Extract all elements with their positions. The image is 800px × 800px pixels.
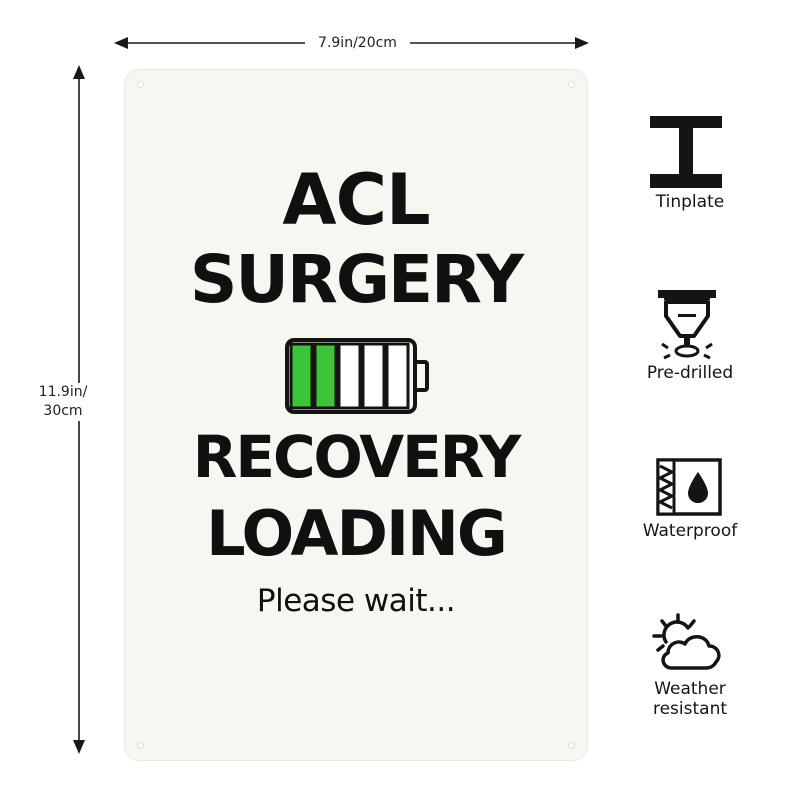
- mounting-hole-top-right: [568, 81, 575, 88]
- width-dimension-label: 7.9in/20cm: [305, 33, 410, 53]
- water-drop-icon: [656, 458, 722, 516]
- height-arrow-bottom-icon: [73, 740, 85, 754]
- feature-weather-resistant-label-line2: resistant: [652, 699, 728, 719]
- sign-subtitle-please-wait: Please wait...: [256, 583, 456, 619]
- sun-cloud-icon: [652, 613, 721, 670]
- sign-title-surgery: SURGERY: [189, 241, 524, 318]
- height-arrow-top-icon: [73, 65, 85, 79]
- width-arrow-right-icon: [575, 37, 589, 49]
- battery-segment-empty: [385, 342, 410, 410]
- height-dimension-label-line1: 11.9in/: [38, 384, 88, 400]
- height-dimension-label: 11.9in/ 30cm: [28, 383, 98, 421]
- mounting-hole-bottom-left: [137, 742, 144, 749]
- feature-waterproof-label: Waterproof: [610, 521, 770, 541]
- battery-segment-filled: [289, 342, 314, 410]
- feature-waterproof-label-line1: Waterproof: [642, 521, 738, 541]
- battery-icon: [285, 338, 429, 414]
- drill-icon: [658, 290, 716, 360]
- feature-weather-resistant-label: Weather resistant: [610, 679, 770, 719]
- feature-pre-drilled-label: Pre-drilled: [610, 363, 770, 383]
- sign-title-acl: ACL: [282, 159, 430, 241]
- feature-tinplate-label-line1: Tinplate: [655, 192, 725, 212]
- i-beam-icon: [650, 116, 722, 188]
- mounting-hole-bottom-right: [568, 742, 575, 749]
- sign-title-recovery: RECOVERY: [192, 423, 522, 491]
- width-arrow-left-icon: [114, 37, 128, 49]
- sign-title-loading: LOADING: [206, 497, 508, 570]
- battery-segment-empty: [361, 342, 386, 410]
- feature-tinplate-label: Tinplate: [610, 192, 770, 212]
- battery-segment-filled: [313, 342, 338, 410]
- feature-weather-resistant-label-line1: Weather: [654, 679, 726, 699]
- battery-segment-empty: [337, 342, 362, 410]
- mounting-hole-top-left: [137, 81, 144, 88]
- height-dimension-label-line2: 30cm: [43, 403, 83, 419]
- metal-sign: ACL SURGERY RECOVERY LOADING Please wait…: [125, 70, 587, 760]
- feature-pre-drilled-label-line1: Pre-drilled: [646, 363, 734, 383]
